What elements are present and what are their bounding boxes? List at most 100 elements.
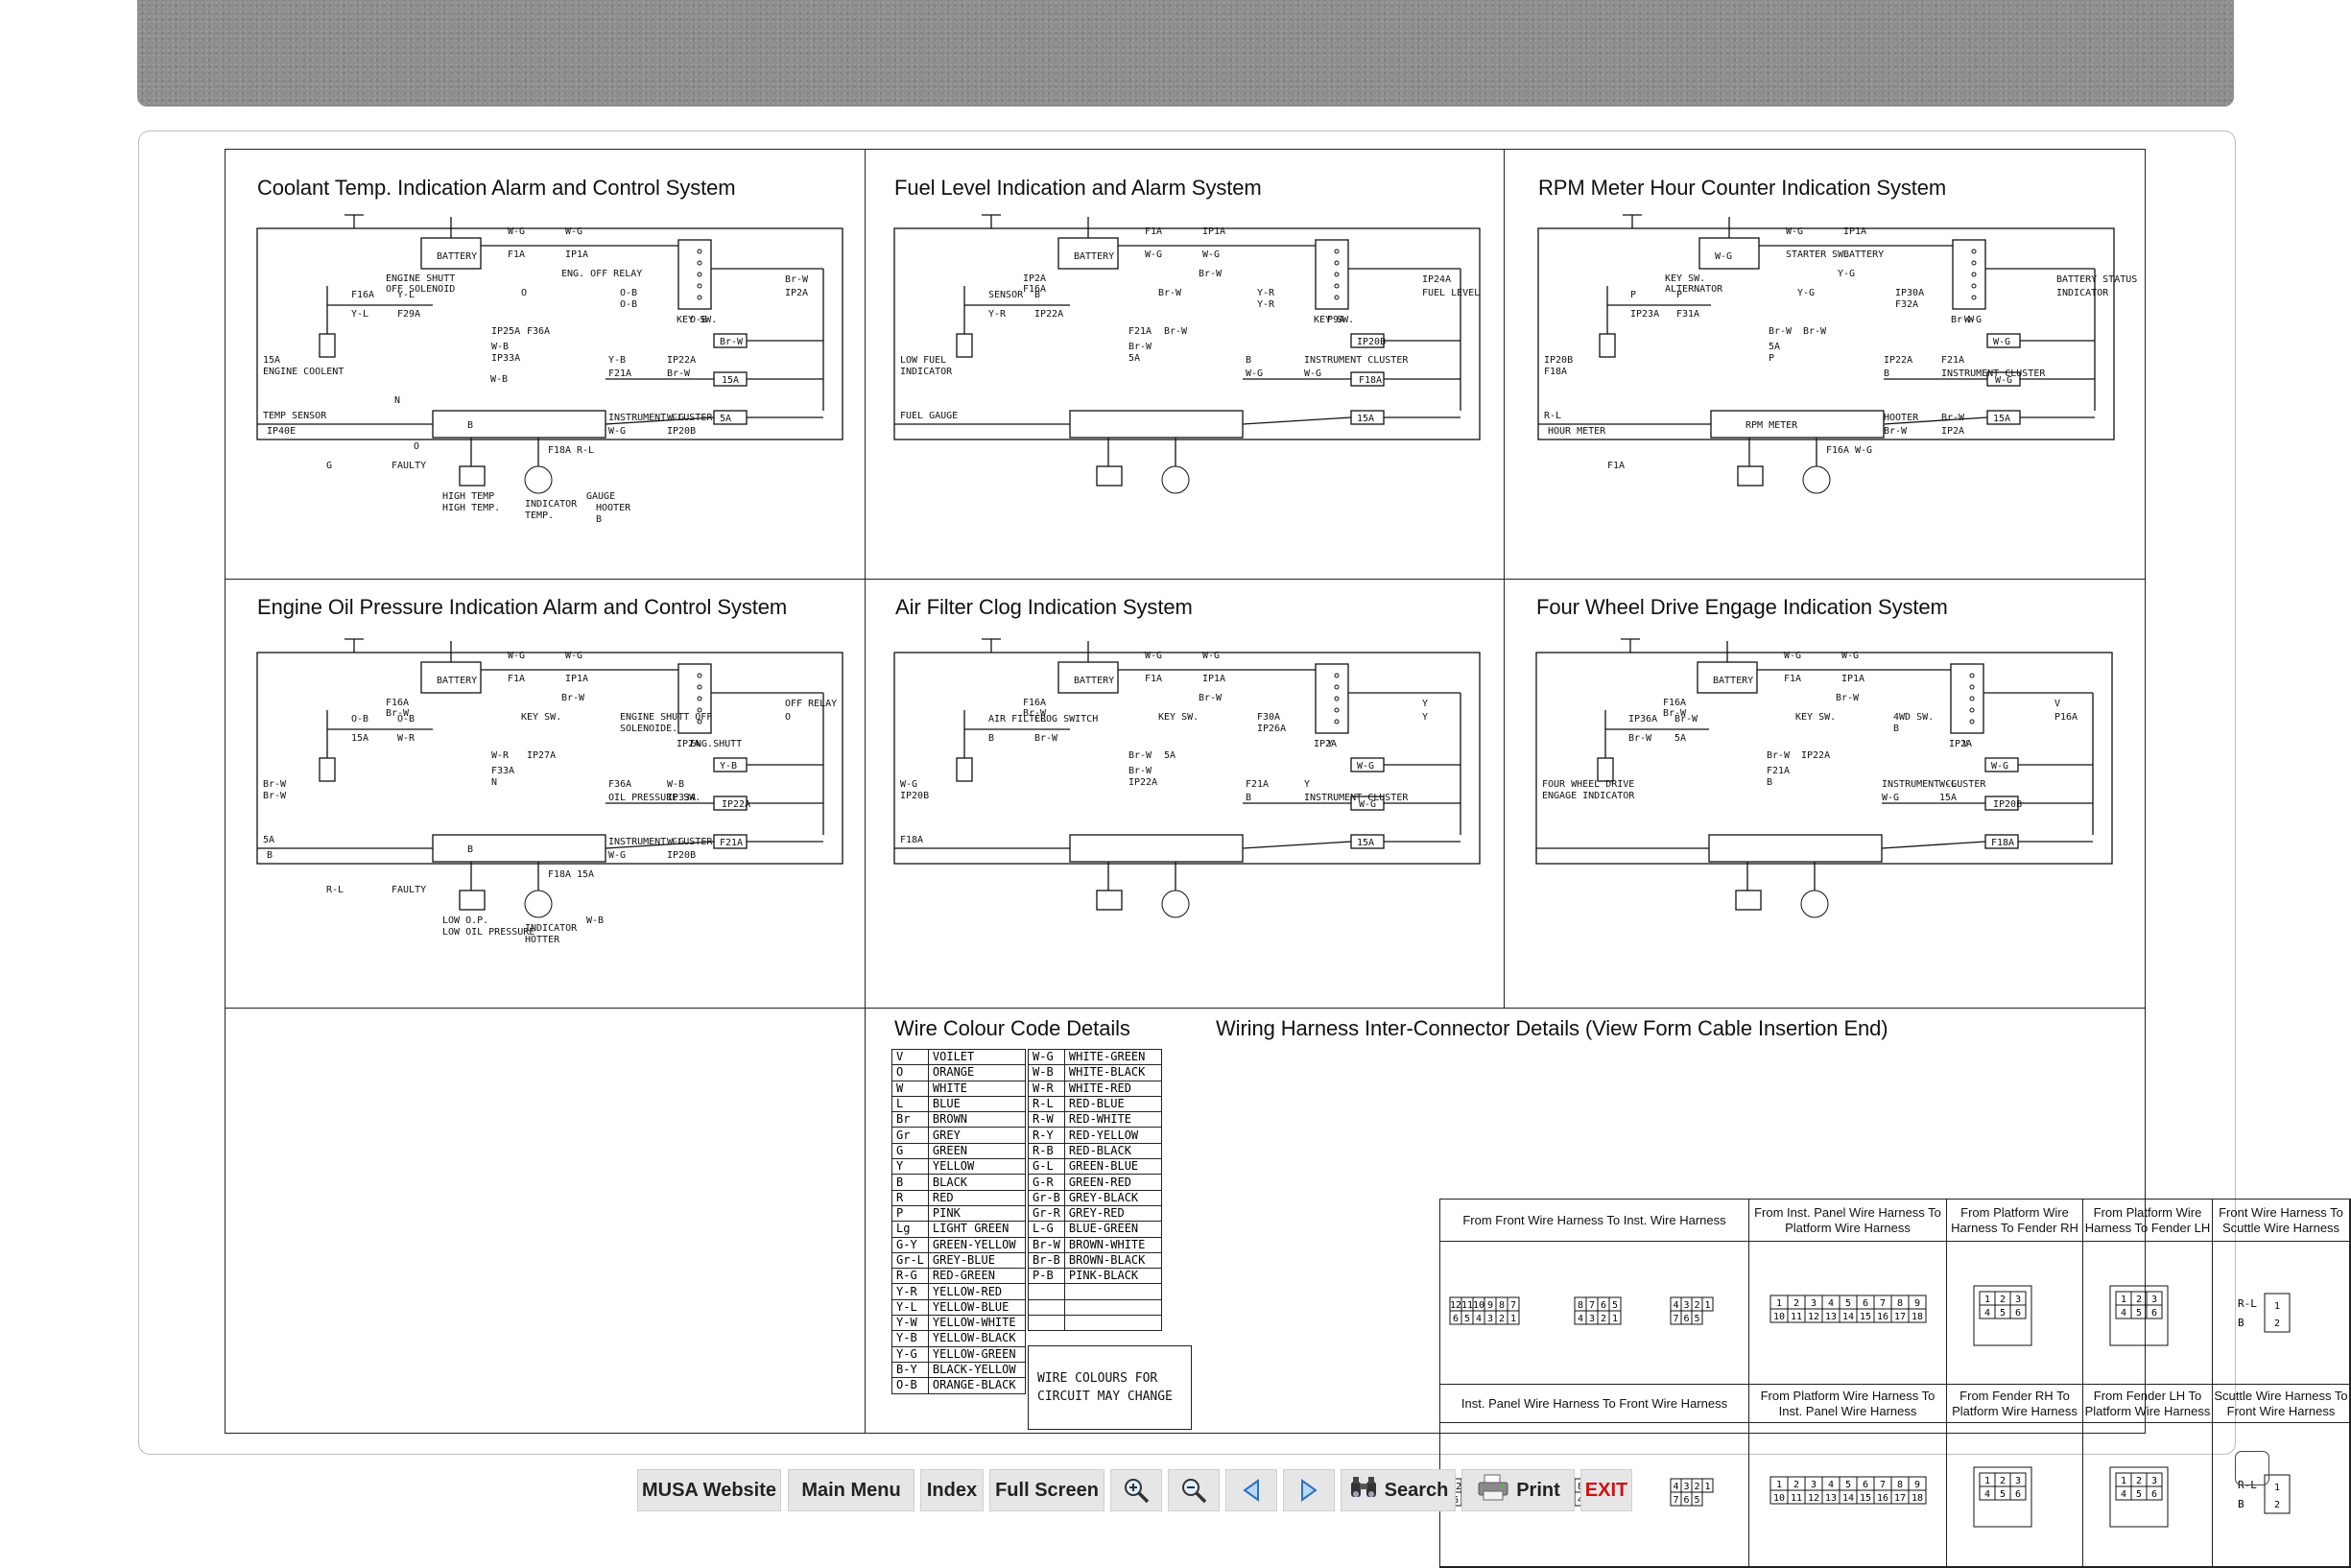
wire-label: HOOTER bbox=[596, 503, 631, 513]
main-menu-button[interactable]: Main Menu bbox=[788, 1469, 914, 1511]
colour-name: YELLOW-RED bbox=[927, 1283, 1026, 1300]
switch-contact bbox=[1334, 260, 1340, 266]
wire-label: W-G bbox=[1855, 445, 1872, 456]
pin-number: 2 bbox=[2274, 1319, 2280, 1329]
instrument-cluster-box bbox=[1069, 834, 1244, 863]
wire-label: G bbox=[326, 461, 332, 471]
wire-label: IP20B bbox=[1357, 337, 1386, 347]
wire-label: P bbox=[1630, 290, 1636, 300]
resize-handle[interactable] bbox=[2235, 1451, 2269, 1485]
pin-number: 4 bbox=[1984, 1308, 1990, 1319]
index-button[interactable]: Index bbox=[920, 1469, 984, 1511]
switch-contact bbox=[697, 696, 702, 701]
wire-label: F1A bbox=[1784, 674, 1801, 684]
wire-label: IP22A bbox=[1801, 750, 1830, 761]
gauge-symbol bbox=[524, 465, 553, 494]
wire-label: OFF SOLENOID bbox=[386, 284, 455, 295]
pin-number: 5 bbox=[1694, 1314, 1699, 1324]
zoom-out-button[interactable] bbox=[1168, 1469, 1220, 1511]
panel-title-coolant: Coolant Temp. Indication Alarm and Contr… bbox=[257, 176, 736, 200]
circuit-frame bbox=[256, 652, 843, 865]
musa-website-button[interactable]: MUSA Website bbox=[637, 1469, 781, 1511]
pin-number: 5 bbox=[1845, 1298, 1851, 1309]
wire-label: W-G bbox=[1964, 315, 1982, 325]
wire-label: P bbox=[1676, 290, 1682, 300]
search-button[interactable]: Search bbox=[1341, 1469, 1456, 1511]
wire-label: Y-R bbox=[1257, 299, 1275, 310]
wire-label: Br-W bbox=[1836, 693, 1860, 703]
connector-housing bbox=[1973, 1466, 2032, 1528]
pin-number: 1 bbox=[1984, 1295, 1990, 1305]
colour-name: BROWN-BLACK bbox=[1063, 1251, 1162, 1270]
next-page-button[interactable] bbox=[1283, 1469, 1335, 1511]
pin-number: 2 bbox=[1793, 1298, 1799, 1309]
wire-label: TEMP SENSOR bbox=[263, 411, 327, 421]
colour-code: Y-L bbox=[891, 1298, 929, 1317]
wire-label: KEY SW. bbox=[677, 315, 717, 325]
zoom-in-button[interactable] bbox=[1110, 1469, 1162, 1511]
colour-code-row bbox=[1028, 1315, 1162, 1332]
wire-label: BATTERY bbox=[1074, 251, 1114, 262]
pin-number: 6 bbox=[2151, 1489, 2157, 1500]
pin-number: 2 bbox=[2274, 1500, 2280, 1510]
pin-cell bbox=[1691, 1310, 1703, 1325]
colour-code: Gr-B bbox=[1028, 1189, 1065, 1206]
wire-label: STARTER SW. bbox=[1786, 249, 1849, 260]
pin-number: 11 bbox=[1461, 1300, 1473, 1311]
colour-code: L bbox=[891, 1095, 929, 1113]
switch-contact bbox=[1334, 673, 1340, 678]
zoom-out-icon bbox=[1182, 1479, 1207, 1504]
exit-button[interactable]: EXIT bbox=[1580, 1469, 1632, 1511]
wire-label: F18A bbox=[900, 835, 923, 845]
pin-number: 11 bbox=[1791, 1493, 1802, 1504]
wire-label: Br-W bbox=[1128, 766, 1152, 776]
colour-code: O-B bbox=[891, 1377, 929, 1394]
pin-number: 6 bbox=[2151, 1308, 2157, 1319]
colour-name: YELLOW-BLACK bbox=[927, 1330, 1026, 1347]
wire-label: 5A bbox=[1674, 733, 1686, 744]
colour-note-line: CIRCUIT MAY CHANGE bbox=[1037, 1390, 1173, 1404]
pin-number: 9 bbox=[1914, 1480, 1920, 1490]
sensor-symbol bbox=[956, 757, 973, 782]
colour-name: VOILET bbox=[927, 1048, 1026, 1066]
wire-label: 5A bbox=[1769, 342, 1780, 352]
wire-label: F18A bbox=[1991, 838, 2014, 848]
wire-label: F21A bbox=[1128, 326, 1152, 337]
wire-label: W-G bbox=[508, 226, 525, 237]
pin-number: 1 bbox=[2274, 1483, 2280, 1493]
switch-contact bbox=[1334, 684, 1340, 690]
gauge-symbol bbox=[1161, 465, 1190, 494]
wire-label: Br-W bbox=[1128, 342, 1152, 352]
wire-label: IP1A bbox=[1843, 226, 1866, 237]
sensor-symbol bbox=[956, 333, 973, 358]
print-button[interactable]: Print bbox=[1461, 1469, 1575, 1511]
pin-number: 6 bbox=[2015, 1308, 2021, 1319]
previous-page-button[interactable] bbox=[1225, 1469, 1277, 1511]
connector-header-cell: From Platform Wire Harness To Fender RH bbox=[1947, 1200, 2083, 1242]
wire-label: INSTRUMENT CLUSTER bbox=[608, 837, 713, 847]
wire-label: R-L bbox=[326, 885, 344, 895]
wire-label: INSTRUMENT CLUSTER bbox=[1941, 368, 2046, 379]
pin-cell bbox=[2009, 1485, 2027, 1501]
wire-label: W-G bbox=[1202, 651, 1220, 661]
exit-label: EXIT bbox=[1584, 1479, 1628, 1501]
wire-label: BATTERY STATUS bbox=[2056, 274, 2137, 285]
wire-label: ENGINE SHUTT OFF bbox=[620, 712, 712, 723]
grid-divider bbox=[865, 150, 866, 1433]
wire-label: W-G bbox=[1145, 249, 1162, 260]
wire-label: BATTERY bbox=[437, 676, 477, 686]
switch-contact bbox=[1969, 673, 1975, 678]
colour-name: GREEN-BLUE bbox=[1063, 1158, 1162, 1176]
connector-header: From Platform Wire Harness To Fender RH bbox=[1951, 1204, 2078, 1235]
pin-number: 7 bbox=[1673, 1314, 1678, 1324]
full-screen-button[interactable]: Full Screen bbox=[989, 1469, 1104, 1511]
connector-housing bbox=[1973, 1285, 2032, 1346]
